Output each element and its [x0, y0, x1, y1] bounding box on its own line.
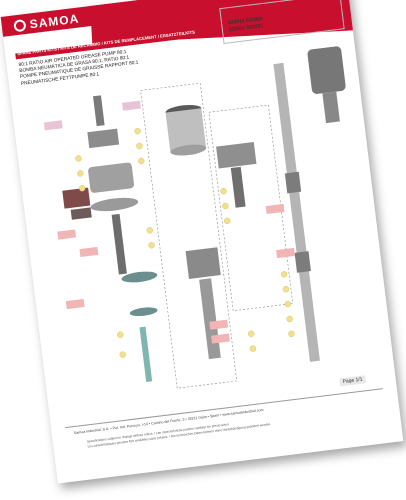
valve-parts-left — [62, 187, 92, 220]
callout-box — [79, 246, 99, 258]
kit-callouts — [43, 100, 295, 344]
callout-box — [43, 120, 63, 131]
part-number-markers — [75, 127, 295, 358]
part-number-box: Part # 532810 532820 532811 532821 — [219, 0, 345, 44]
logo-mark-icon — [13, 18, 27, 33]
callout-box — [65, 298, 85, 310]
callout-box — [122, 100, 141, 111]
callout-box — [211, 333, 230, 344]
document-sheet: SAMOA SPARE PARTS KITS / KITS DE RECAMBI… — [0, 0, 404, 484]
callout-box — [265, 203, 285, 215]
air-motor-assembly — [87, 95, 139, 275]
callout-box — [209, 319, 229, 330]
callout-box — [57, 229, 77, 240]
suction-tube — [273, 62, 320, 362]
exploded-parts-diagram — [43, 46, 346, 389]
cylinder-assembly — [165, 104, 207, 156]
seal-discs — [121, 271, 158, 382]
part-label: Part # — [224, 9, 236, 16]
pump-lower-body — [185, 247, 221, 360]
page-number: Page 1/1 — [339, 375, 367, 387]
dashed-group-center — [140, 82, 238, 389]
callout-box — [276, 247, 295, 259]
part-numbers: 532810 532820 532811 532821 — [228, 16, 264, 34]
pump-base-right — [216, 142, 257, 208]
air-motor-photo — [307, 46, 346, 124]
